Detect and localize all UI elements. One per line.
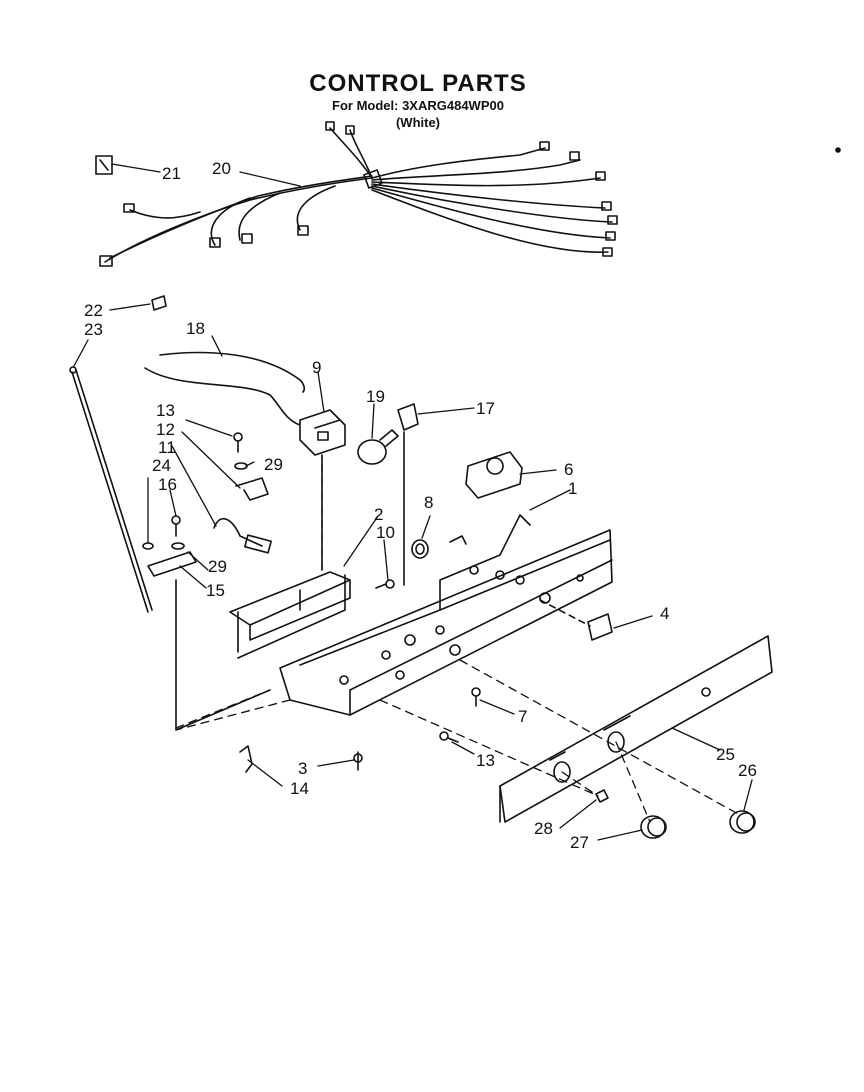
damper-link <box>147 551 271 731</box>
control-rod <box>69 366 153 613</box>
link-washer <box>142 542 185 550</box>
callout-3: 3 <box>298 759 307 778</box>
callout-12: 12 <box>156 420 175 439</box>
harness-clip <box>95 155 113 175</box>
callout-1: 1 <box>568 479 577 498</box>
color-line: (White) <box>395 115 441 130</box>
callout-21: 21 <box>162 164 181 183</box>
freezer-control-knob <box>729 810 756 834</box>
alignment-lines <box>175 454 741 823</box>
callout-13-upper: 13 <box>156 401 175 420</box>
thermostat <box>213 517 272 554</box>
bracket-screw <box>375 579 395 589</box>
grommet <box>411 539 429 559</box>
callout-29-upper: 29 <box>264 455 283 474</box>
callout-14: 14 <box>290 779 309 798</box>
capillary-tube <box>144 351 306 426</box>
housing-screw <box>471 687 481 707</box>
wire-harness <box>99 121 841 267</box>
light-bulb <box>357 429 399 465</box>
callout-26: 26 <box>738 761 757 780</box>
knob-clip <box>595 789 609 803</box>
defrost-timer <box>465 451 523 499</box>
callout-20: 20 <box>212 159 231 178</box>
callout-15: 15 <box>206 581 225 600</box>
mounting-bracket <box>229 571 351 659</box>
callout-24: 24 <box>152 456 171 475</box>
callout-10: 10 <box>376 523 395 542</box>
control-panel <box>499 635 773 823</box>
refrigerator-control-knob <box>640 815 667 839</box>
control-housing <box>279 514 613 716</box>
callout-17: 17 <box>476 399 495 418</box>
callout-23: 23 <box>84 320 103 339</box>
wire-clip <box>239 745 253 773</box>
link-screw <box>171 515 181 537</box>
front-screw <box>439 731 459 743</box>
callout-2: 2 <box>374 505 383 524</box>
callout-8: 8 <box>424 493 433 512</box>
callout-4: 4 <box>660 604 669 623</box>
model-line: For Model: 3XARG484WP00 <box>332 98 504 113</box>
thermostat-bracket <box>235 477 269 501</box>
rod-clip <box>151 295 167 311</box>
callout-11: 11 <box>158 438 176 457</box>
callout-27: 27 <box>570 833 589 852</box>
callout-29-lower: 29 <box>208 557 227 576</box>
callout-6: 6 <box>564 460 573 479</box>
page-title: CONTROL PARTS <box>309 70 527 97</box>
upper-washer <box>234 462 248 470</box>
leader-lines <box>73 163 753 841</box>
bottom-screw <box>353 751 363 771</box>
interlock-switch <box>539 599 613 641</box>
callout-18: 18 <box>186 319 205 338</box>
callout-25: 25 <box>716 745 735 764</box>
callout-9: 9 <box>312 358 321 377</box>
light-socket <box>397 403 419 586</box>
callout-13-lower: 13 <box>476 751 495 770</box>
light-switch <box>299 409 346 571</box>
callout-19: 19 <box>366 387 385 406</box>
callout-numbers: 21 20 22 23 18 9 19 17 13 12 11 24 29 6 … <box>84 159 757 852</box>
callout-16: 16 <box>158 475 177 494</box>
callout-22: 22 <box>84 301 103 320</box>
callout-28: 28 <box>534 819 553 838</box>
upper-screw <box>233 432 243 453</box>
callout-7: 7 <box>518 707 527 726</box>
